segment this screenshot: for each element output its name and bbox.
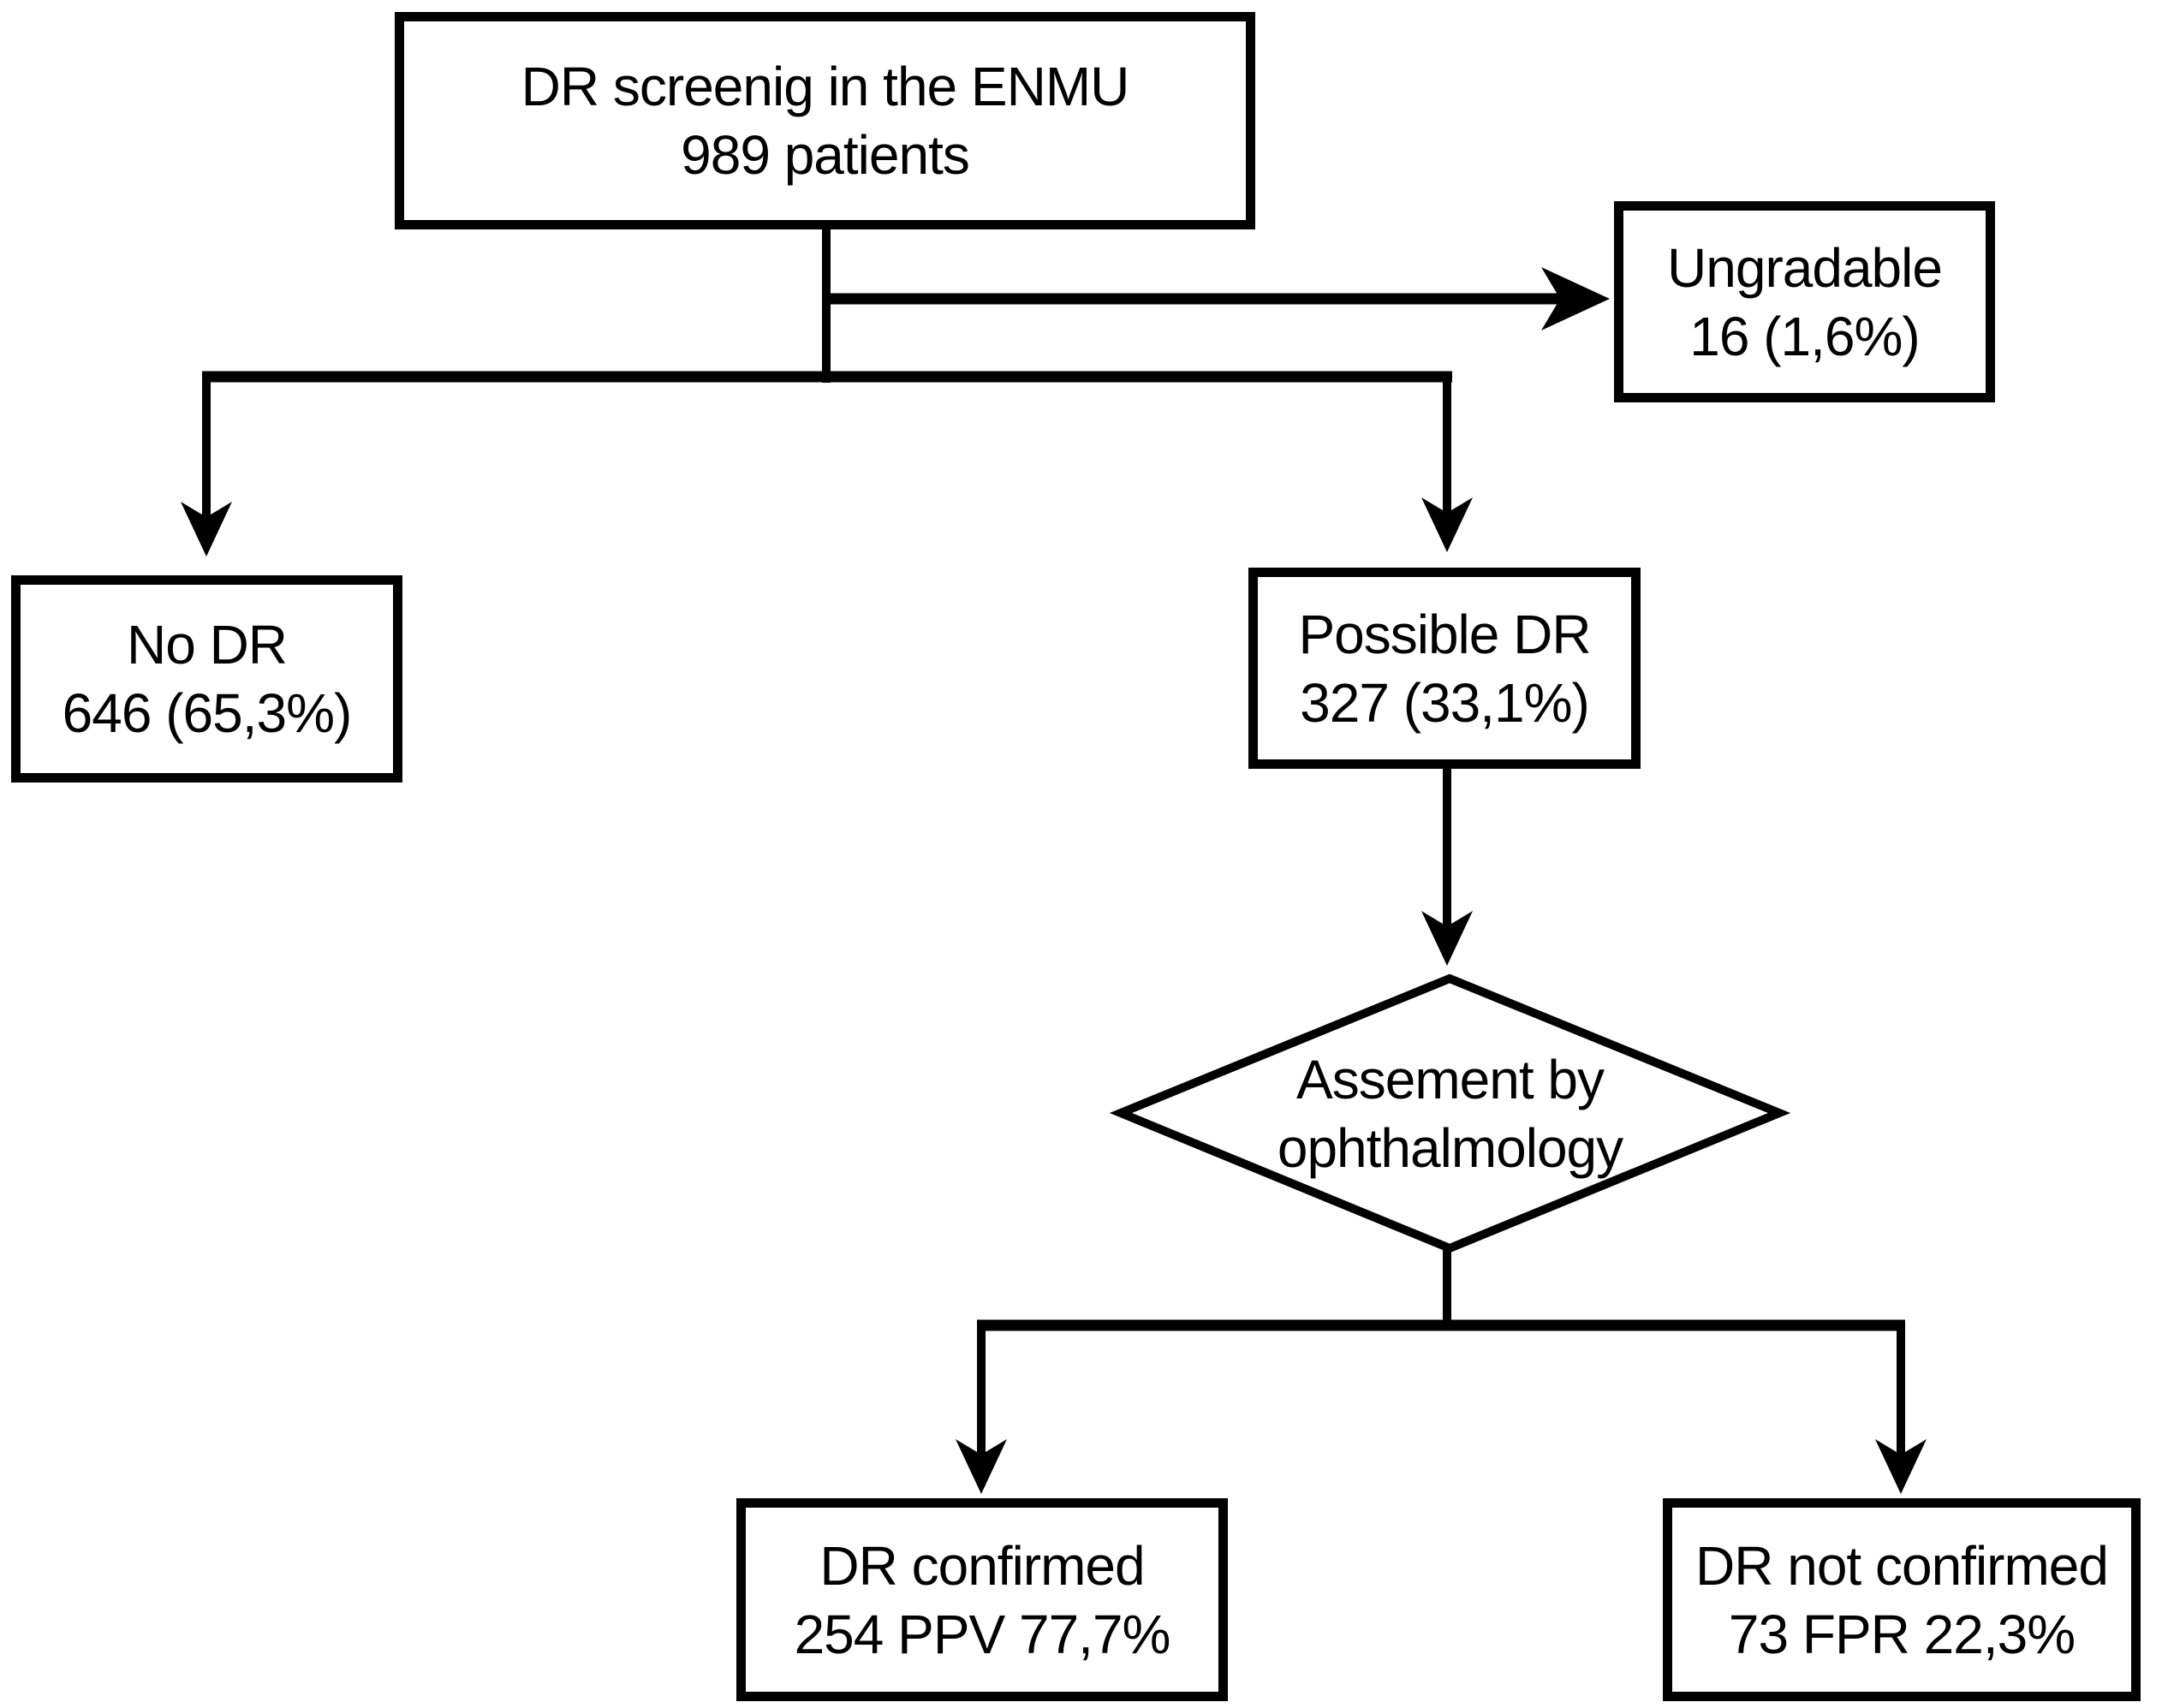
node-ungradable: Ungradable 16 (1,6%) bbox=[1614, 201, 1995, 402]
node-assessment-title: Assement by bbox=[1296, 1048, 1605, 1110]
arrowhead-ungradable bbox=[1541, 267, 1610, 330]
node-dr-confirmed-title: DR confirmed bbox=[819, 1534, 1145, 1597]
node-possible-dr-count: 327 (33,1%) bbox=[1300, 671, 1590, 734]
arrowhead-dr-not-confirmed bbox=[1875, 1439, 1927, 1494]
node-no-dr-title: No DR bbox=[126, 614, 288, 675]
node-dr-screening: DR screenig in the ENMU 989 patients bbox=[395, 12, 1255, 229]
node-dr-confirmed-count: 254 PPV 77,7% bbox=[794, 1603, 1171, 1665]
node-assessment-subtitle: ophthalmology bbox=[1277, 1116, 1623, 1179]
node-possible-dr: Possible DR 327 (33,1%) bbox=[1248, 568, 1641, 769]
node-dr-not-confirmed: DR not confirmed 73 FPR 22,3% bbox=[1663, 1498, 2141, 1701]
node-dr-screening-count: 989 patients bbox=[681, 124, 970, 186]
arrowhead-dr-confirmed bbox=[956, 1439, 1007, 1494]
node-dr-screening-title: DR screenig in the ENMU bbox=[521, 56, 1130, 117]
node-possible-dr-title: Possible DR bbox=[1298, 603, 1591, 665]
node-no-dr: No DR 646 (65,3%) bbox=[11, 575, 402, 783]
arrowhead-assessment bbox=[1421, 911, 1473, 966]
node-dr-not-confirmed-title: DR not confirmed bbox=[1695, 1534, 2109, 1597]
node-ungradable-title: Ungradable bbox=[1667, 236, 1943, 299]
arrowhead-possible-dr bbox=[1421, 497, 1473, 552]
node-ungradable-count: 16 (1,6%) bbox=[1689, 305, 1920, 367]
node-no-dr-count: 646 (65,3%) bbox=[62, 682, 353, 744]
arrowhead-no-dr bbox=[181, 502, 232, 556]
node-dr-not-confirmed-count: 73 FPR 22,3% bbox=[1728, 1603, 2076, 1665]
node-dr-confirmed: DR confirmed 254 PPV 77,7% bbox=[736, 1498, 1228, 1701]
node-assessment-label: Assement by ophthalmology bbox=[1121, 979, 1779, 1248]
